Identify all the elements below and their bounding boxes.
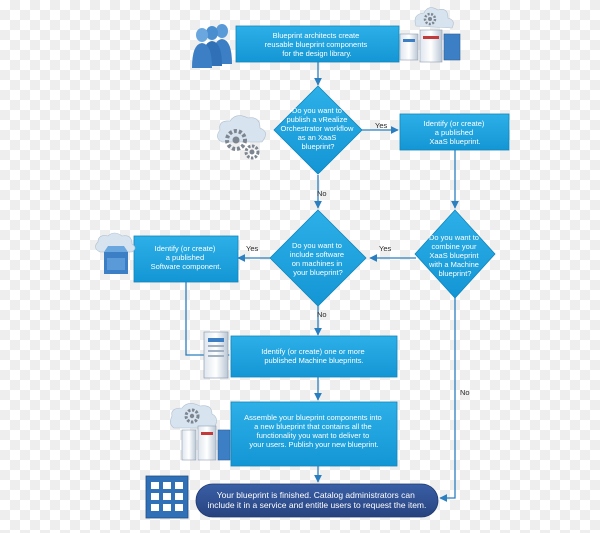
decision-combine: Do you want to combine your XaaS bluepri… [414, 209, 496, 299]
final-line-1: Your blueprint is finished. Catalog admi… [217, 490, 415, 500]
svg-text:Identify (or create) a p: Identify (or create) a published Softwar… [151, 244, 222, 271]
label-yes-combine: Yes [379, 244, 391, 253]
assemble-line-1: Assemble your blueprint components into [244, 413, 382, 422]
users-icon [192, 24, 232, 68]
step-assemble: Assemble your blueprint components into … [230, 401, 398, 467]
xaas-line-2: a published [435, 128, 473, 137]
svg-text:Do you want to publish a: Do you want to publish a vRealize Orches… [280, 106, 355, 151]
svg-text:Do you want to combine y: Do you want to combine your XaaS bluepri… [428, 233, 481, 278]
step-final: Your blueprint is finished. Catalog admi… [195, 483, 439, 518]
step-software: Identify (or create) a published Softwar… [133, 235, 239, 283]
label-no-vro: No [317, 189, 327, 198]
start-line-2: reusable blueprint components [265, 40, 368, 49]
q-combine-line-1: Do you want to [429, 233, 479, 242]
q-combine-line-4: with a Machine [428, 260, 479, 269]
machine-line-1: Identify (or create) one or more [261, 347, 364, 356]
step-xaas: Identify (or create) a published XaaS bl… [399, 113, 510, 151]
label-yes-vro: Yes [375, 121, 387, 130]
q-combine-line-5: blueprint? [439, 269, 472, 278]
q-combine-line-3: XaaS blueprint [429, 251, 479, 260]
cloud-server-icon [399, 7, 461, 63]
q-software-line-4: your blueprint? [293, 268, 343, 277]
cloud-gears-icon [217, 115, 266, 160]
machine-line-2: published Machine blueprints. [264, 356, 363, 365]
start-line-3: for the design library. [282, 49, 351, 58]
arrow-q-combine-no [439, 298, 456, 502]
q-vro-line-2: publish a vRealize [287, 115, 348, 124]
cloud-server-gears-icon [170, 403, 231, 461]
q-combine-line-2: combine your [431, 242, 477, 251]
catalog-building-icon [145, 475, 189, 519]
cloud-software-icon [95, 232, 136, 274]
software-line-1: Identify (or create) [155, 244, 216, 253]
label-no-combine: No [460, 388, 470, 397]
assemble-line-4: your users. Publish your new blueprint. [249, 440, 378, 449]
label-yes-software: Yes [246, 244, 258, 253]
assemble-line-3: functionality you want to deliver to [257, 431, 370, 440]
software-line-3: Software component. [151, 262, 222, 271]
q-software-line-2: include software [290, 250, 344, 259]
q-software-line-1: Do you want to [292, 241, 342, 250]
software-line-2: a published [166, 253, 204, 262]
q-vro-line-1: Do you want to [292, 106, 342, 115]
q-software-line-3: on machines in [292, 259, 342, 268]
svg-text:Assemble your blueprint compon: Assemble your blueprint components into … [244, 413, 384, 449]
start-line-1: Blueprint architects create [273, 31, 360, 40]
label-no-software: No [317, 310, 327, 319]
assemble-line-2: a new blueprint that contains all the [254, 422, 372, 431]
decision-vro: Do you want to publish a vRealize Orches… [273, 85, 363, 175]
q-vro-line-4: as an XaaS [298, 133, 337, 142]
svg-text:Identify (or create) one or mo: Identify (or create) one or more publish… [261, 347, 366, 365]
step-start: Blueprint architects create reusable blu… [235, 25, 400, 63]
xaas-line-3: XaaS blueprint. [429, 137, 480, 146]
svg-text:Do you want to include s: Do you want to include software on machi… [290, 241, 346, 277]
svg-text:Blueprint architects create: Blueprint architects create reusable blu… [265, 31, 370, 58]
decision-software: Do you want to include software on machi… [269, 209, 367, 307]
q-vro-line-5: blueprint? [302, 142, 335, 151]
final-line-2: include it in a service and entitle user… [208, 500, 427, 510]
server-tower-icon [203, 331, 229, 379]
svg-text:Identify (or create) a p: Identify (or create) a published XaaS bl… [424, 119, 487, 146]
step-machine: Identify (or create) one or more publish… [230, 335, 398, 378]
q-vro-line-3: Orchestrator workflow [280, 124, 354, 133]
svg-text:Your blueprint is finished. Ca: Your blueprint is finished. Catalog admi… [208, 490, 427, 510]
xaas-line-1: Identify (or create) [424, 119, 485, 128]
